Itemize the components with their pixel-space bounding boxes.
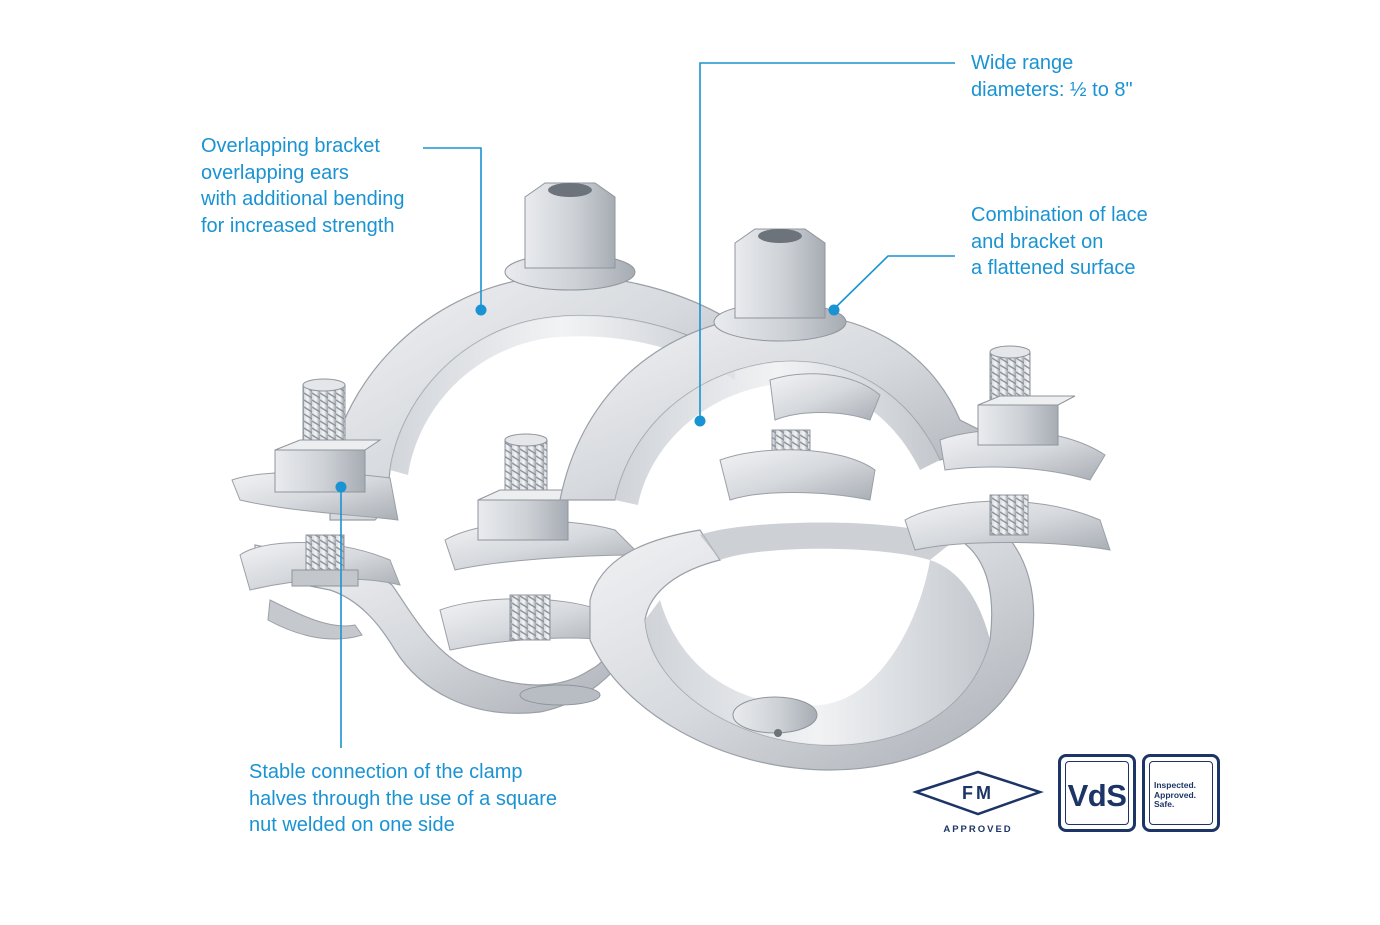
dot-connection bbox=[335, 481, 347, 493]
inspected-approved-safe-badge: Inspected. Approved. Safe. bbox=[1142, 754, 1220, 832]
callout-line: Overlapping bracket bbox=[201, 135, 380, 157]
leader-bracket bbox=[423, 147, 482, 310]
ias-line: Safe. bbox=[1154, 799, 1175, 809]
callout-wide-range: Wide range diameters: ½ to 8" bbox=[971, 50, 1133, 103]
back-clamp bbox=[231, 182, 736, 714]
vds-inner-border bbox=[1065, 761, 1129, 825]
callout-line: Stable connection of the clamp bbox=[249, 761, 523, 783]
fm-approved-badge: FM APPROVED bbox=[912, 770, 1044, 840]
callout-line: halves through the use of a square bbox=[249, 787, 557, 810]
callout-line: Combination of lace bbox=[971, 204, 1148, 226]
vds-badge: VdS bbox=[1058, 754, 1136, 832]
fm-mark: FM bbox=[962, 783, 994, 803]
callout-line: diameters: ½ to 8" bbox=[971, 78, 1133, 101]
ias-text: Inspected. Approved. Safe. bbox=[1154, 780, 1197, 810]
callout-combination: Combination of lace and bracket on a fla… bbox=[971, 202, 1148, 282]
callout-line: Wide range bbox=[971, 52, 1074, 74]
callout-line: with additional bending bbox=[201, 188, 405, 210]
leader-range bbox=[699, 62, 955, 420]
dot-combination bbox=[828, 304, 840, 316]
vds-mark: VdS bbox=[1067, 778, 1127, 813]
leader-combination bbox=[834, 255, 955, 309]
callout-overlapping-bracket: Overlapping bracket overlapping ears wit… bbox=[201, 133, 405, 239]
callout-stable-connection: Stable connection of the clamp halves th… bbox=[249, 759, 557, 839]
callout-dots bbox=[335, 304, 840, 493]
callout-leaders bbox=[340, 62, 955, 748]
callout-line: overlapping ears bbox=[201, 161, 349, 184]
callout-line: nut welded on one side bbox=[249, 814, 455, 836]
dot-bracket bbox=[475, 304, 487, 316]
ias-inner-border bbox=[1149, 761, 1213, 825]
dot-range bbox=[694, 415, 706, 427]
ias-line: Approved. bbox=[1154, 789, 1197, 800]
front-clamp bbox=[559, 228, 1111, 771]
callout-line: for increased strength bbox=[201, 214, 395, 237]
fm-caption: APPROVED bbox=[943, 824, 1013, 835]
callout-line: and bracket on bbox=[971, 230, 1104, 253]
fm-diamond-icon bbox=[912, 770, 1044, 816]
callout-line: a flattened surface bbox=[971, 257, 1136, 279]
ias-line: Inspected. bbox=[1154, 780, 1197, 790]
